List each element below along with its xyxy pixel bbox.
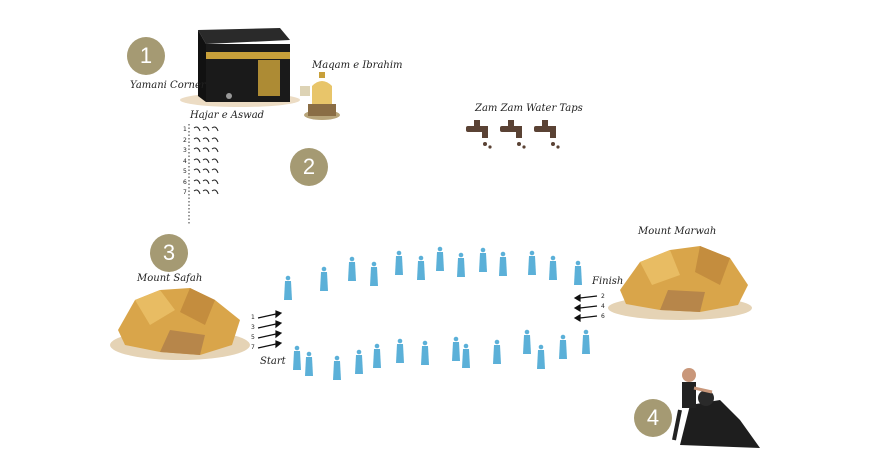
tawaf-round-3: 3 — [183, 147, 187, 154]
label-start: Start — [260, 356, 286, 367]
label-mount-marwah: Mount Marwah — [638, 226, 717, 237]
pilgrim-icon — [333, 355, 341, 380]
marwah-arrows — [573, 293, 598, 323]
pilgrim-icon — [462, 343, 470, 368]
label-maqam-ibrahim: Maqam e Ibrahim — [312, 60, 403, 71]
marwah-round-6: 6 — [601, 313, 605, 320]
pilgrim-icon — [395, 250, 403, 275]
pilgrim-icon — [452, 336, 460, 361]
step-badge-4: 4 — [634, 399, 672, 437]
pilgrim-icon — [396, 338, 404, 363]
safah-round-1: 1 — [251, 314, 255, 321]
pilgrim-icon — [421, 340, 429, 365]
tawaf-round-7: 7 — [183, 189, 187, 196]
pilgrim-icon — [574, 260, 582, 285]
safah-arrows — [257, 310, 283, 349]
pilgrim-icon — [348, 256, 356, 281]
pilgrim-icon — [493, 339, 501, 364]
step-badge-3: 3 — [150, 234, 188, 272]
step-badge-1: 1 — [127, 37, 165, 75]
pilgrim-icon — [559, 334, 567, 359]
pilgrim-icon — [293, 345, 301, 370]
label-finish: Finish — [592, 276, 624, 287]
rock-icon-marwah — [608, 246, 752, 320]
pilgrim-icon — [436, 246, 444, 271]
label-zam-zam: Zam Zam Water Taps — [475, 103, 583, 114]
safah-round-3: 3 — [251, 324, 255, 331]
pilgrim-icon — [582, 329, 590, 354]
tawaf-round-5: 5 — [183, 168, 187, 175]
pilgrim-icon — [528, 250, 536, 275]
tawaf-round-arrows — [193, 126, 219, 195]
label-hajar-aswad: Hajar e Aswad — [190, 110, 265, 121]
tawaf-round-1: 1 — [183, 126, 187, 133]
pilgrim-icon — [549, 255, 557, 280]
pilgrim-icon — [320, 266, 328, 291]
pilgrim-icon — [355, 349, 363, 374]
marwah-round-4: 4 — [601, 303, 605, 310]
pilgrim-icon — [373, 343, 381, 368]
tawaf-round-2: 2 — [183, 137, 187, 144]
label-mount-safah: Mount Safah — [137, 273, 203, 284]
pilgrim-icon — [370, 261, 378, 286]
pilgrim-icon — [499, 251, 507, 276]
barber-icon — [672, 368, 760, 448]
pilgrim-icon — [457, 252, 465, 277]
pilgrim-icon — [305, 351, 313, 376]
pilgrim-icon — [284, 275, 292, 300]
pilgrim-icon — [417, 255, 425, 280]
pilgrim-icon — [523, 329, 531, 354]
pilgrim-icon — [479, 247, 487, 272]
safah-round-7: 7 — [251, 344, 255, 351]
tawaf-round-4: 4 — [183, 158, 187, 165]
kaaba-icon — [180, 28, 300, 107]
pilgrims-group — [284, 246, 590, 380]
marwah-round-2: 2 — [601, 293, 605, 300]
water-tap-icon — [466, 120, 560, 149]
tawaf-round-6: 6 — [183, 179, 187, 186]
step-badge-2: 2 — [290, 148, 328, 186]
pilgrim-icon — [537, 344, 545, 369]
safah-round-5: 5 — [251, 334, 255, 341]
label-yamani-corner: Yamani Corner — [130, 80, 206, 91]
rock-icon-safah — [110, 288, 250, 360]
maqam-lantern-icon — [300, 72, 340, 120]
